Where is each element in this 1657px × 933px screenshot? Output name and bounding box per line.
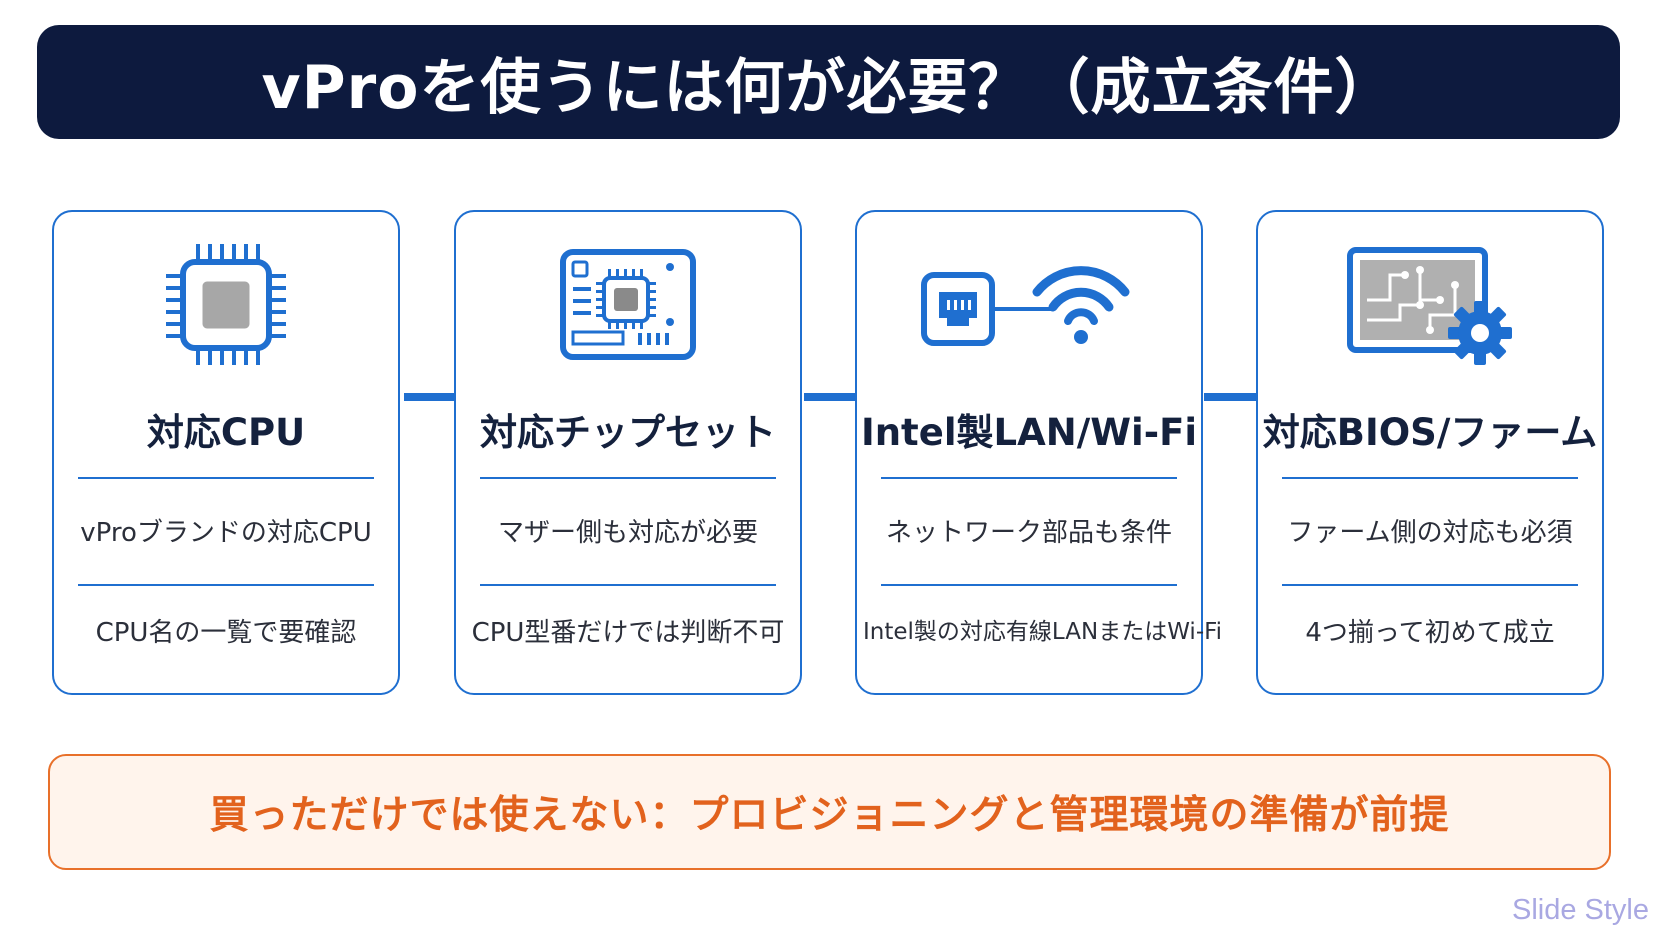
divider xyxy=(881,584,1177,586)
card-detail: ファーム側の対応も必須 xyxy=(1287,518,1573,548)
divider xyxy=(480,584,776,586)
divider xyxy=(1282,584,1578,586)
card-detail: Intel製の対応有線LANまたはWi-Fi xyxy=(863,619,1223,645)
requirement-card-chipset: 対応チップセット マザー側も対応が必要 CPU型番だけでは判断不可 xyxy=(454,210,802,695)
card-detail: マザー側も対応が必要 xyxy=(497,518,758,548)
bios-firmware-icon xyxy=(1258,242,1602,367)
card-connector xyxy=(404,393,456,401)
divider xyxy=(480,477,776,479)
divider xyxy=(1282,477,1578,479)
divider xyxy=(78,584,374,586)
card-title: 対応CPU xyxy=(146,411,306,454)
card-title: Intel製LAN/Wi-Fi xyxy=(860,411,1198,454)
card-title: 対応BIOS/ファーム xyxy=(1262,411,1598,454)
card-detail: CPU型番だけでは判断不可 xyxy=(471,618,785,648)
cpu-chip-icon xyxy=(54,242,398,367)
card-detail: vProブランドの対応CPU xyxy=(80,518,372,548)
card-detail: CPU名の一覧で要確認 xyxy=(95,618,357,648)
card-title: 対応チップセット xyxy=(480,411,776,454)
footer-note: 買っただけでは使えない：プロビジョニングと管理環境の準備が前提 xyxy=(48,754,1611,870)
watermark: Slide Style xyxy=(1511,894,1649,926)
requirement-card-network: Intel製LAN/Wi-Fi ネットワーク部品も条件 Intel製の対応有線L… xyxy=(855,210,1223,695)
requirement-card-bios: 対応BIOS/ファーム ファーム側の対応も必須 4つ揃って初めて成立 xyxy=(1256,210,1604,695)
card-connector xyxy=(1204,393,1256,401)
slide-title: vProを使うには何が必要？（成立条件） xyxy=(37,25,1620,139)
card-detail: ネットワーク部品も条件 xyxy=(885,518,1172,548)
divider xyxy=(881,477,1177,479)
requirement-card-cpu: 対応CPU vProブランドの対応CPU CPU名の一覧で要確認 xyxy=(52,210,400,695)
lan-wifi-icon xyxy=(857,242,1201,367)
card-detail: 4つ揃って初めて成立 xyxy=(1305,618,1555,648)
motherboard-chipset-icon xyxy=(456,242,800,367)
divider xyxy=(78,477,374,479)
card-connector xyxy=(804,393,856,401)
